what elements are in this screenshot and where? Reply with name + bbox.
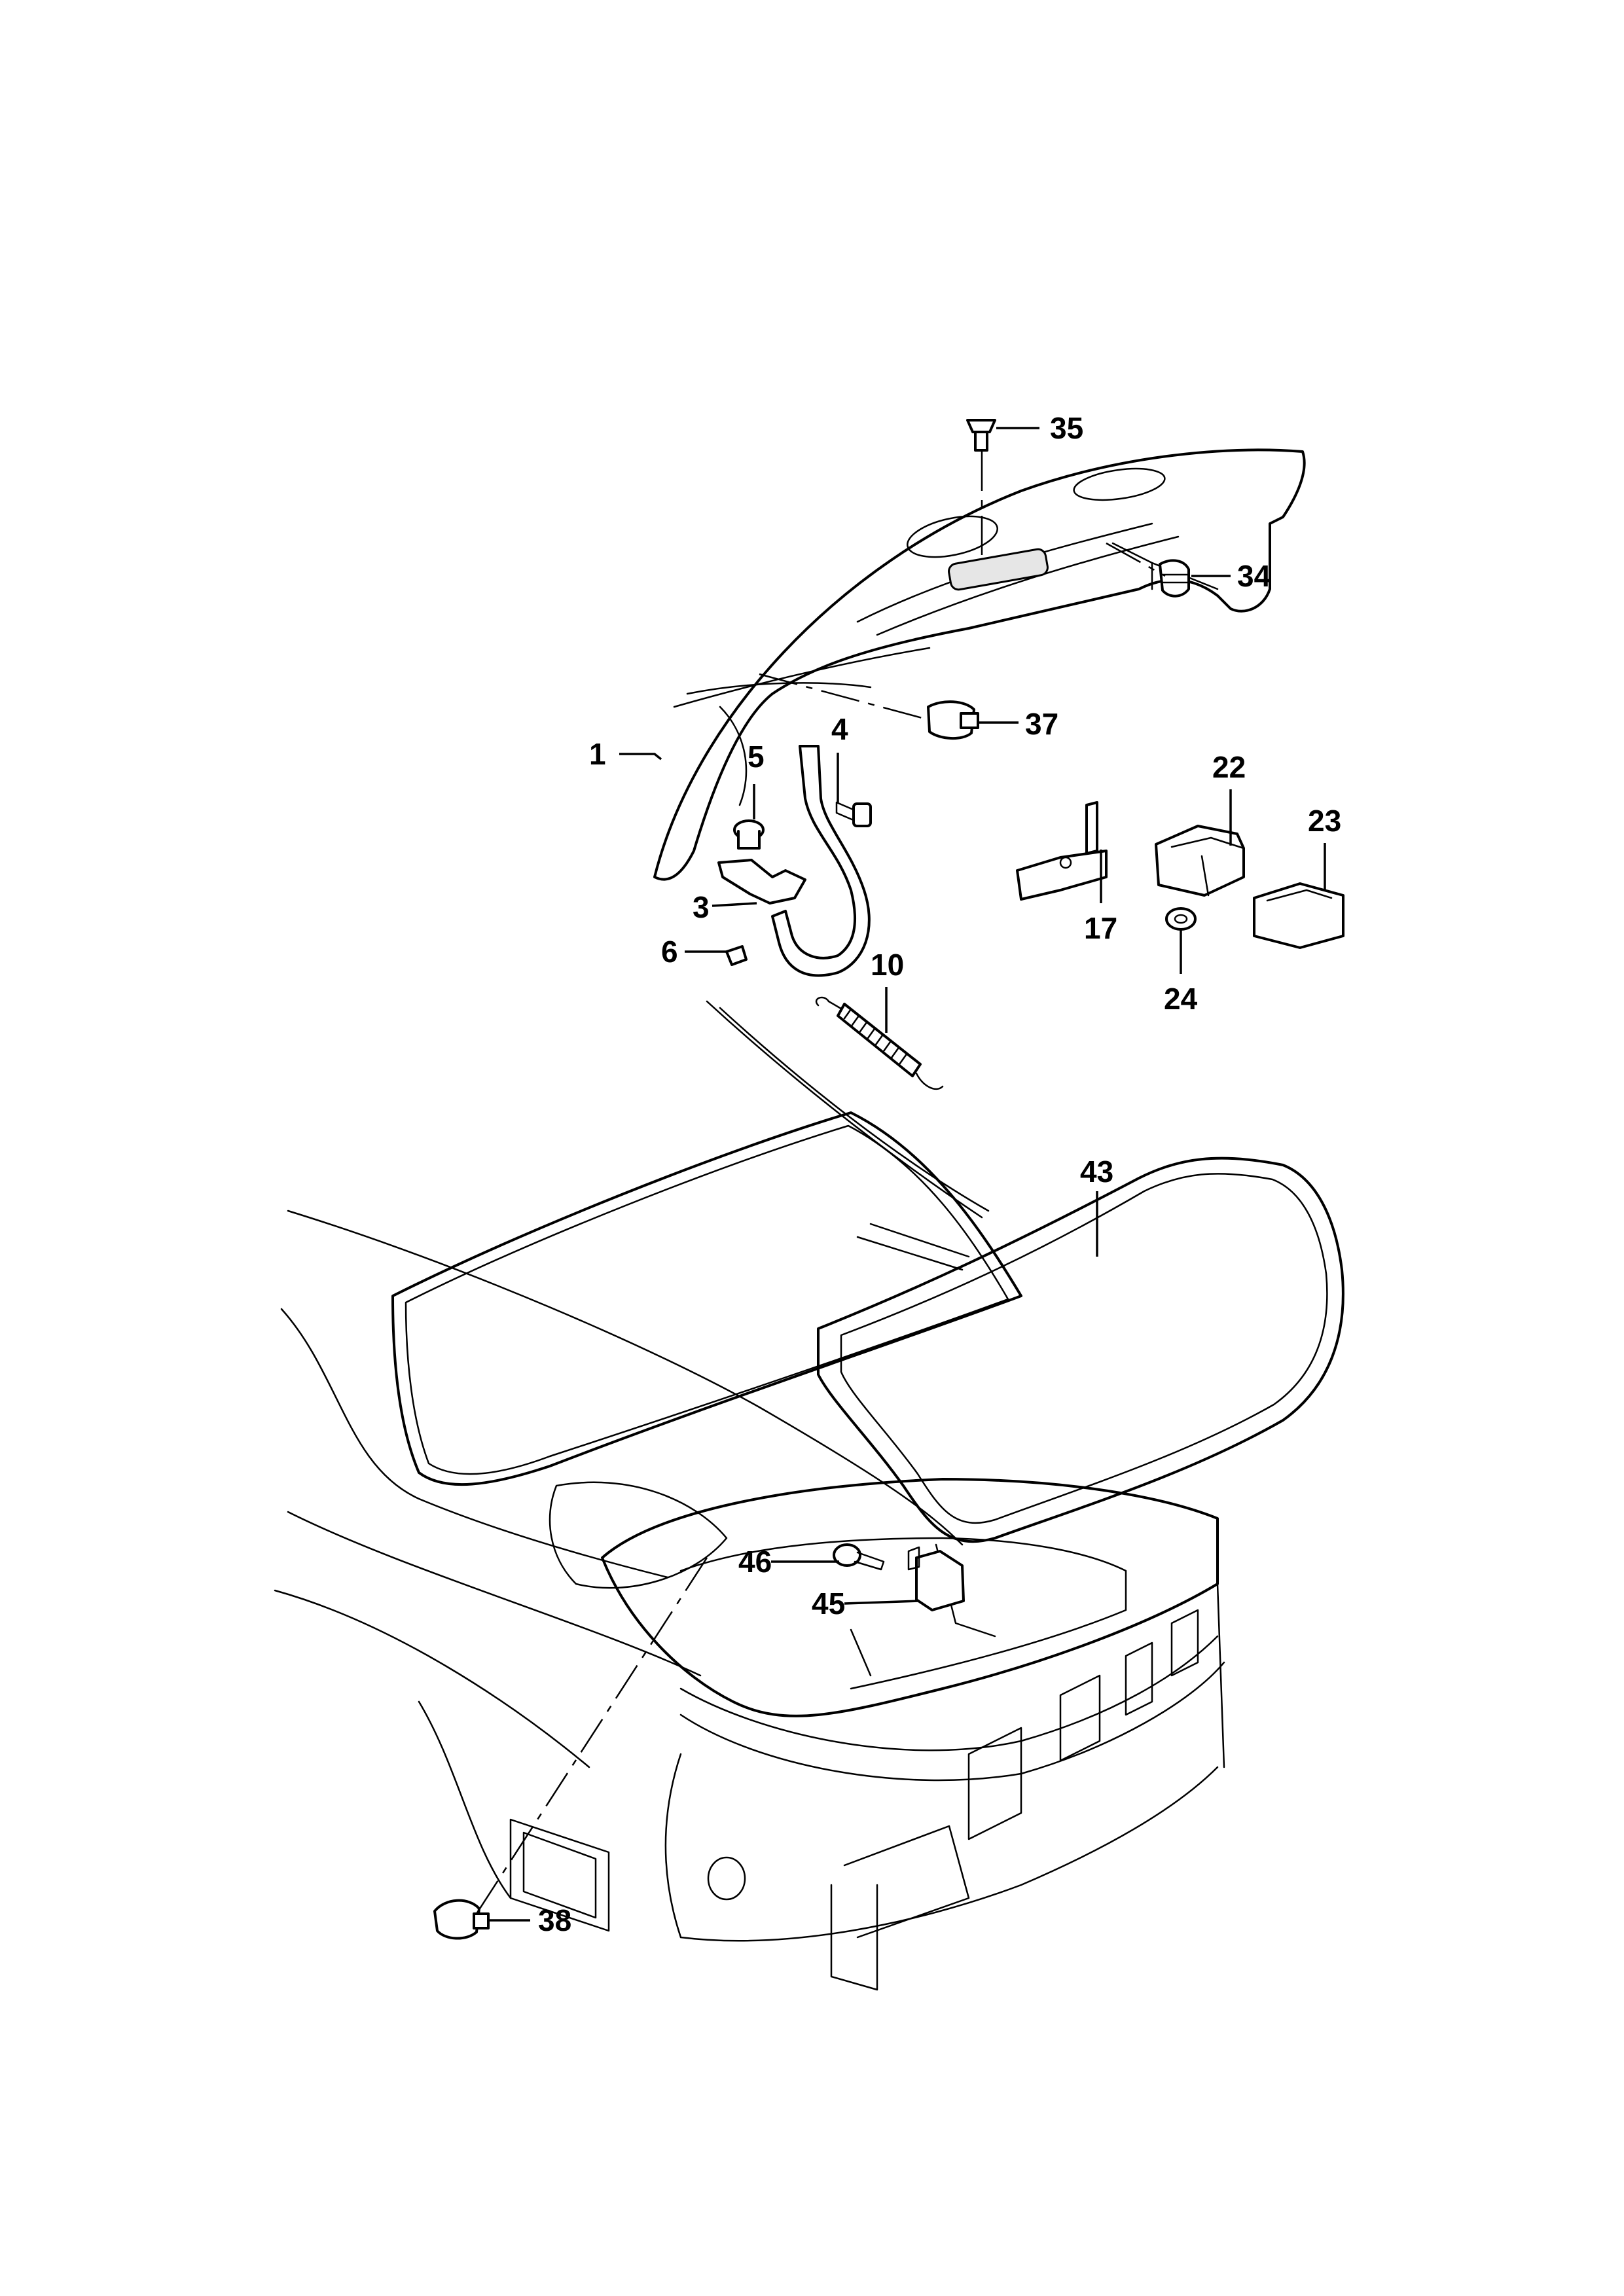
seal-43-icon bbox=[817, 1157, 1344, 1543]
clip-6-icon bbox=[725, 945, 748, 966]
clip-35-icon bbox=[966, 419, 996, 452]
callout-24: 24 bbox=[1164, 982, 1198, 1016]
callout-35: 35 bbox=[1050, 411, 1083, 445]
callout-37: 37 bbox=[1025, 707, 1058, 741]
callout-22: 22 bbox=[1212, 750, 1246, 784]
screw-46-icon bbox=[833, 1543, 885, 1571]
lock-22-icon bbox=[1155, 825, 1245, 897]
callout-1: 1 bbox=[589, 737, 606, 771]
trunk-lid bbox=[653, 448, 1306, 881]
buffer-38-icon bbox=[433, 1899, 490, 1940]
callout-34: 34 bbox=[1237, 559, 1271, 593]
callout-38: 38 bbox=[538, 1903, 571, 1937]
buffer-37-icon bbox=[927, 700, 979, 740]
callout-6: 6 bbox=[661, 935, 678, 969]
callout-10: 10 bbox=[871, 948, 904, 982]
callout-45: 45 bbox=[812, 1587, 845, 1621]
bolt-4-icon bbox=[835, 801, 872, 827]
callout-3: 3 bbox=[693, 890, 710, 924]
callout-43: 43 bbox=[1080, 1155, 1113, 1189]
nut-24-icon bbox=[1165, 907, 1197, 931]
spring-10-icon bbox=[815, 996, 944, 1090]
bracket-17-icon bbox=[1016, 801, 1108, 901]
callout-17: 17 bbox=[1084, 911, 1117, 945]
grommet-34-icon bbox=[1159, 559, 1190, 598]
callout-4: 4 bbox=[831, 712, 848, 746]
callout-5: 5 bbox=[748, 740, 765, 774]
callout-46: 46 bbox=[738, 1545, 772, 1579]
striker-45-icon bbox=[907, 1546, 965, 1611]
bolt-5-icon bbox=[733, 819, 765, 850]
car-body-rear bbox=[274, 1000, 1225, 1991]
hinge-3-icon bbox=[717, 745, 871, 977]
buffer-23-icon bbox=[1253, 882, 1344, 949]
callout-23: 23 bbox=[1308, 804, 1341, 838]
